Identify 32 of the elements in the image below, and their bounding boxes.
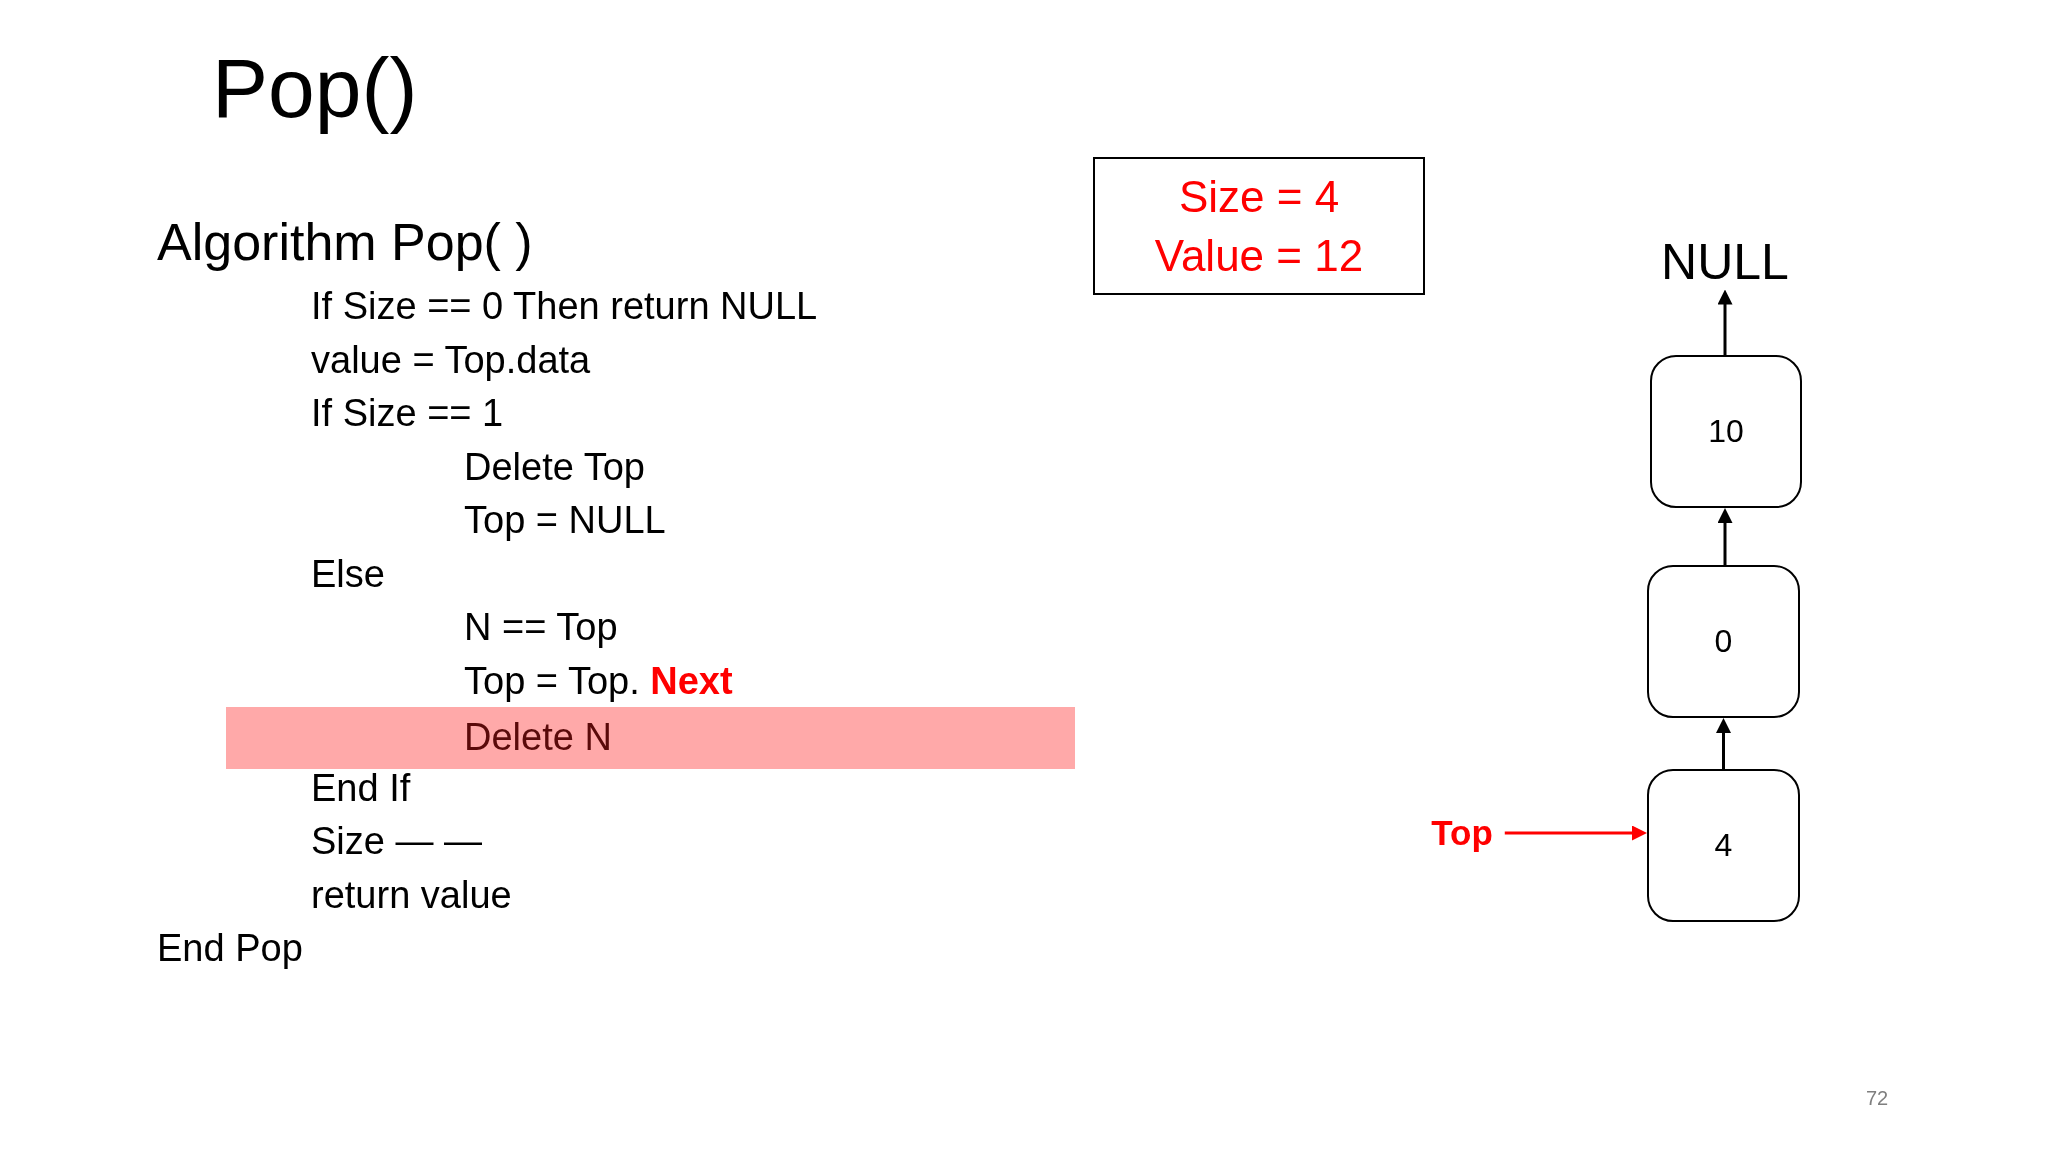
info-box bbox=[1093, 157, 1425, 295]
code-line: If Size == 0 Then return NULL bbox=[311, 285, 818, 329]
slide-title: Pop() bbox=[212, 40, 418, 137]
list-node-box bbox=[1650, 355, 1802, 508]
code-line: End If bbox=[311, 766, 411, 811]
node-value: 10 bbox=[1708, 413, 1744, 450]
code-line: Delete Top bbox=[464, 445, 645, 490]
arrow bbox=[1717, 289, 1733, 355]
arrow bbox=[1716, 718, 1731, 769]
code-line: Delete N bbox=[464, 716, 612, 760]
code-line: N == Top bbox=[464, 606, 618, 650]
list-node-box bbox=[1647, 565, 1800, 718]
code-line: End Pop bbox=[157, 927, 303, 971]
code-line: value = Top.data bbox=[311, 338, 591, 383]
arrow bbox=[1504, 825, 1647, 841]
code-line: Top = Top. Next bbox=[464, 659, 733, 704]
list-node-box bbox=[1647, 769, 1800, 922]
null-label: NULL bbox=[1661, 234, 1789, 290]
code-line: return value bbox=[311, 873, 512, 918]
node-value: 4 bbox=[1714, 827, 1733, 864]
code-line: If Size == 1 bbox=[311, 392, 504, 436]
page-number: 72 bbox=[1866, 1086, 1889, 1110]
arrow bbox=[1717, 508, 1733, 565]
highlight-band bbox=[226, 707, 1075, 769]
pointer-label: Top bbox=[1431, 813, 1493, 853]
variable-readout: Value = 12 bbox=[1154, 230, 1364, 282]
variable-readout: Size = 4 bbox=[1178, 170, 1340, 223]
code-line: Size — — bbox=[311, 820, 483, 864]
algorithm-heading: Algorithm Pop( ) bbox=[157, 213, 533, 273]
node-value: 0 bbox=[1714, 623, 1733, 660]
code-line: Else bbox=[311, 552, 385, 597]
code-line: Top = NULL bbox=[464, 499, 666, 543]
